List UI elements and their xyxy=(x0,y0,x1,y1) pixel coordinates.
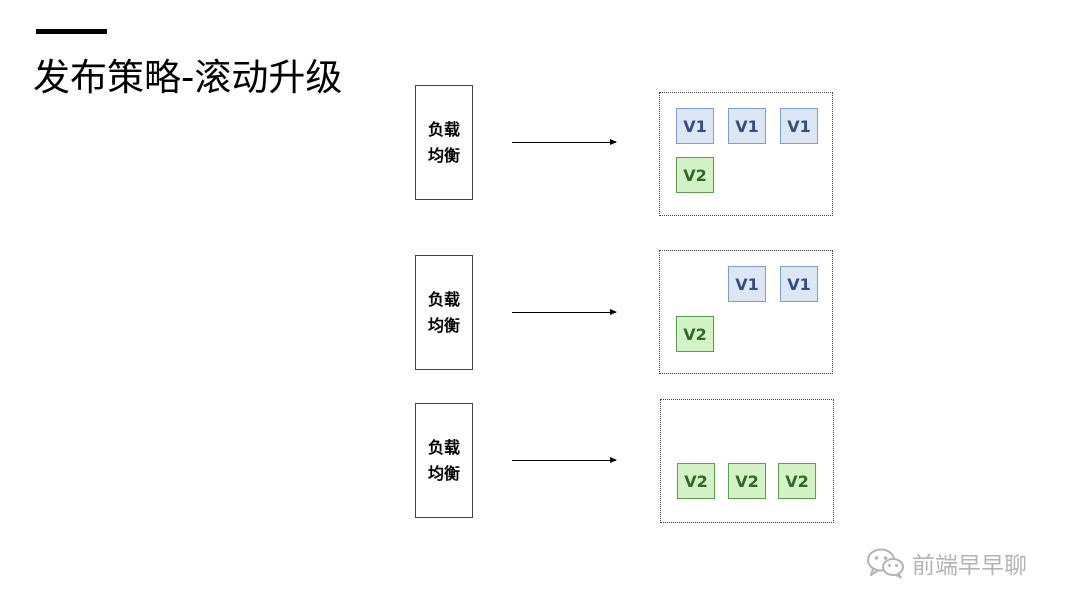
traffic-arrow-2 xyxy=(512,309,617,315)
wechat-icon xyxy=(866,547,906,579)
node-v2: V2 xyxy=(728,463,766,499)
node-v2: V2 xyxy=(676,157,714,193)
load-balancer-box-1: 负载 均衡 xyxy=(415,85,473,200)
node-v1: V1 xyxy=(676,108,714,144)
node-v2: V2 xyxy=(778,463,816,499)
node-v1: V1 xyxy=(728,266,766,302)
node-v2: V2 xyxy=(677,463,715,499)
node-v1: V1 xyxy=(780,266,818,302)
load-balancer-label: 负载 均衡 xyxy=(427,437,460,483)
title-accent-bar xyxy=(36,29,107,34)
traffic-arrow-1 xyxy=(512,139,617,145)
load-balancer-label: 负载 均衡 xyxy=(427,119,460,165)
watermark-text: 前端早早聊 xyxy=(912,553,1027,579)
load-balancer-box-3: 负载 均衡 xyxy=(415,403,473,518)
page-title: 发布策略-滚动升级 xyxy=(33,56,343,99)
server-cluster-2: V1 V1 V2 xyxy=(659,250,833,374)
node-v1: V1 xyxy=(780,108,818,144)
load-balancer-label: 负载 均衡 xyxy=(427,289,460,335)
traffic-arrow-3 xyxy=(512,457,617,463)
watermark: 前端早早聊 xyxy=(866,545,1027,581)
node-v2: V2 xyxy=(676,316,714,352)
server-cluster-1: V1 V1 V1 V2 xyxy=(659,92,833,216)
load-balancer-box-2: 负载 均衡 xyxy=(415,255,473,370)
server-cluster-3: V2 V2 V2 xyxy=(660,399,834,523)
node-v1: V1 xyxy=(728,108,766,144)
